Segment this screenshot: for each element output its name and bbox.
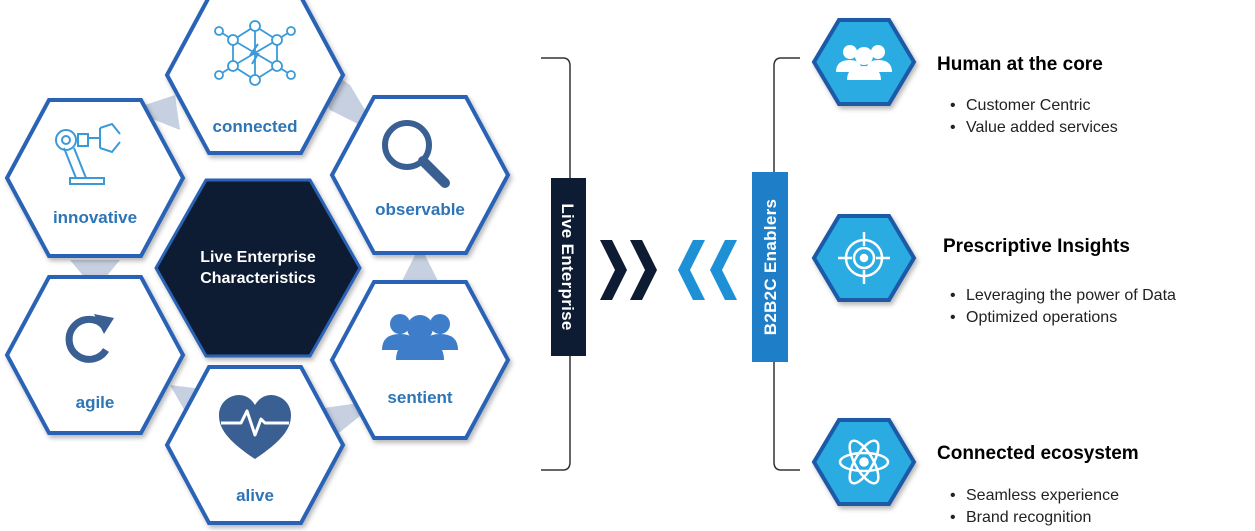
center-label-line2: Characteristics <box>200 270 316 287</box>
characteristic-label-sentient: sentient <box>387 388 453 407</box>
robotic-arm-icon <box>55 122 121 185</box>
chevron-right-icon <box>600 240 657 300</box>
characteristic-label-agile: agile <box>76 393 115 412</box>
enabler-title-ecosystem: Connected ecosystem <box>937 443 1139 464</box>
list-item: Seamless experience <box>946 485 1119 507</box>
list-item: Leveraging the power of Data <box>946 285 1176 307</box>
people-group-icon <box>836 45 892 80</box>
characteristic-label-alive: alive <box>236 486 274 505</box>
characteristic-hexagon-alive: alive <box>164 365 346 525</box>
network-graph-icon <box>214 20 296 86</box>
center-hexagon: Live Enterprise Characteristics <box>154 178 362 358</box>
refresh-arrow-icon <box>65 314 114 363</box>
characteristic-hexagon-innovative: innovative <box>4 98 186 258</box>
list-item: Value added services <box>946 117 1118 139</box>
characteristic-label-innovative: innovative <box>53 208 137 227</box>
list-item: Optimized operations <box>946 307 1176 329</box>
list-item: Brand recognition <box>946 507 1119 529</box>
enabler-hexagon-insights <box>811 214 917 302</box>
enabler-bullets-ecosystem: Seamless experience Brand recognition <box>946 485 1119 529</box>
magnifier-icon <box>382 120 450 188</box>
chevron-left-icon <box>678 240 737 300</box>
target-icon <box>838 232 890 284</box>
enabler-title-insights: Prescriptive Insights <box>943 236 1130 257</box>
characteristic-hexagon-connected: connected <box>164 0 346 155</box>
enabler-hexagon-ecosystem <box>811 418 917 506</box>
right-bracket-banner: B2B2C Enablers <box>752 172 788 362</box>
characteristic-label-observable: observable <box>375 200 465 219</box>
list-item: Customer Centric <box>946 95 1118 117</box>
characteristic-hexagon-agile: agile <box>4 275 186 435</box>
center-label-line1: Live Enterprise <box>200 249 316 266</box>
enabler-bullets-human: Customer Centric Value added services <box>946 95 1118 139</box>
right-bracket-label: B2B2C Enablers <box>761 199 780 335</box>
enabler-bullets-insights: Leveraging the power of Data Optimized o… <box>946 285 1176 329</box>
heartbeat-icon <box>219 395 291 459</box>
characteristic-label-connected: connected <box>212 117 297 136</box>
connector-wedge <box>400 245 440 285</box>
people-group-icon <box>382 314 458 360</box>
left-bracket-banner: Live Enterprise <box>551 178 586 356</box>
left-bracket-label: Live Enterprise <box>558 203 577 330</box>
characteristic-hexagon-observable: observable <box>329 95 511 255</box>
enabler-title-human: Human at the core <box>937 54 1103 75</box>
characteristic-hexagon-sentient: sentient <box>329 280 511 440</box>
connector-wedge <box>130 95 180 130</box>
atom-icon <box>838 439 890 485</box>
enabler-hexagon-human <box>811 18 917 106</box>
